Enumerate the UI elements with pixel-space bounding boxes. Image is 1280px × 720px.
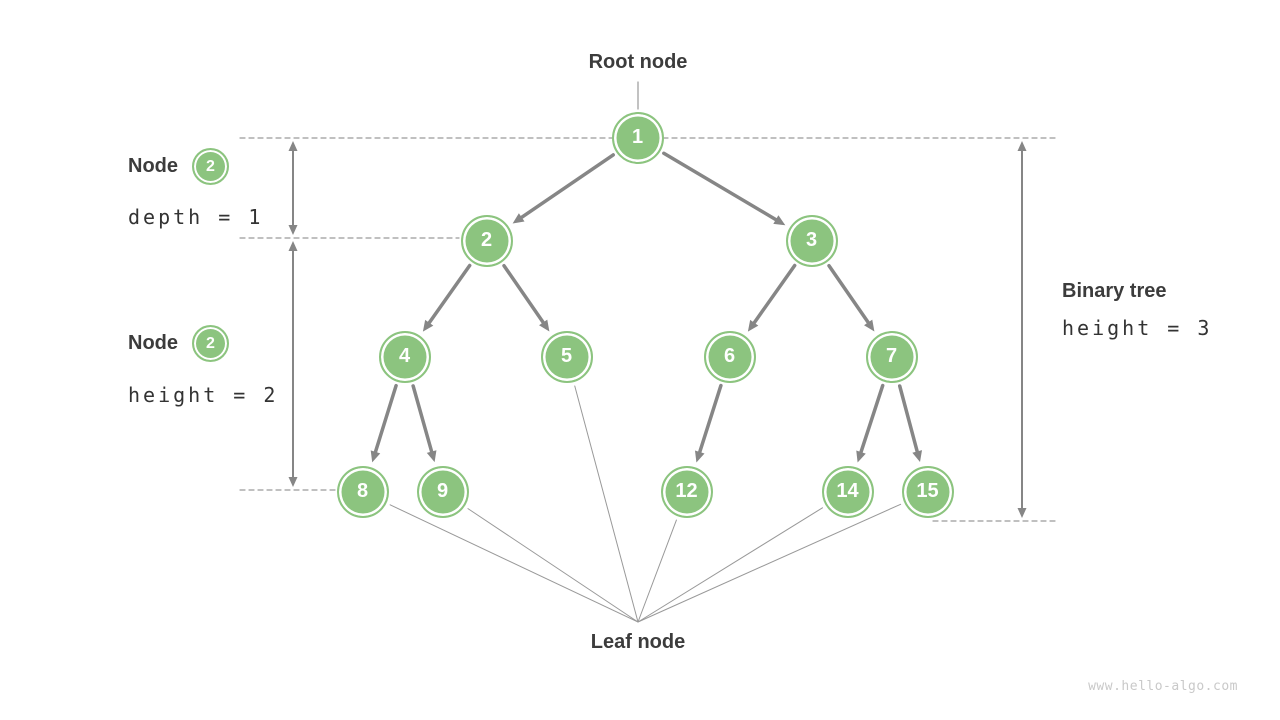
depth-formula: depth = 1 [128,205,264,229]
edge-3-6 [752,263,797,325]
measure-arrowhead-down-1 [288,477,298,487]
edge-7-14 [859,383,885,454]
edge-2-5 [502,263,545,325]
edge-3-7 [827,263,870,325]
measure-arrowhead-up-0 [288,141,298,151]
tree-node-7: 7 [865,330,918,383]
tree-node-12: 12 [660,465,713,518]
tree-node-8: 8 [336,465,389,518]
tree-node-14: 14 [821,465,874,518]
root-node-label: Root node [588,51,688,73]
tree-node-3: 3 [785,214,838,267]
edge-1-3 [662,151,778,222]
leaf-pointer-line-9 [467,508,639,623]
edge-arrowhead-1-3 [773,215,786,226]
edge-arrowhead-7-15 [912,450,923,463]
edge-arrowhead-3-7 [864,319,875,332]
edge-4-9 [411,384,434,454]
tree-node-1: 1 [611,111,664,164]
node-depth-badge: 2 [192,148,229,185]
edge-arrowhead-6-12 [694,450,705,463]
measure-arrowhead-down-2 [1017,508,1027,518]
edge-2-4 [427,263,472,325]
node-depth-label: Node [128,155,178,177]
edge-arrowhead-4-9 [426,450,437,463]
edge-7-15 [897,384,919,454]
tree-node-2: 2 [460,214,513,267]
node-depth-annotation: Node 2 [128,148,229,185]
leaf-pointer-line-14 [637,507,823,623]
tree-node-4: 4 [378,330,431,383]
tree-node-9: 9 [416,465,469,518]
tree-node-5: 5 [540,330,593,383]
tree-height-formula: height = 3 [1062,316,1213,340]
node-height-annotation: Node 2 [128,325,229,362]
leaf-pointer-line-5 [574,385,639,623]
node-height-label: Node [128,332,178,354]
edge-4-8 [373,383,398,454]
binary-tree-label: Binary tree [1062,280,1167,302]
leaf-node-label: Leaf node [590,631,686,653]
node-height-formula: height = 2 [128,383,279,407]
edge-arrowhead-2-5 [539,319,550,332]
edge-arrowhead-3-6 [747,319,759,332]
measure-arrowhead-up-1 [288,241,298,251]
measure-arrowhead-down-0 [288,225,298,235]
leaf-pointer-line-15 [637,503,902,623]
leaf-pointer-line-8 [389,504,639,623]
tree-node-15: 15 [901,465,954,518]
edge-arrowhead-4-8 [370,450,381,463]
node-height-badge: 2 [192,325,229,362]
leaf-pointer-line-12 [637,519,677,623]
watermark-text: www.hello-algo.com [1088,679,1238,694]
edge-arrowhead-2-4 [422,319,434,332]
edge-arrowhead-1-2 [512,213,525,224]
tree-node-6: 6 [703,330,756,383]
edge-6-12 [697,383,723,454]
edge-arrowhead-7-14 [856,450,866,463]
edge-1-2 [519,153,615,220]
measure-arrowhead-up-2 [1017,141,1027,151]
